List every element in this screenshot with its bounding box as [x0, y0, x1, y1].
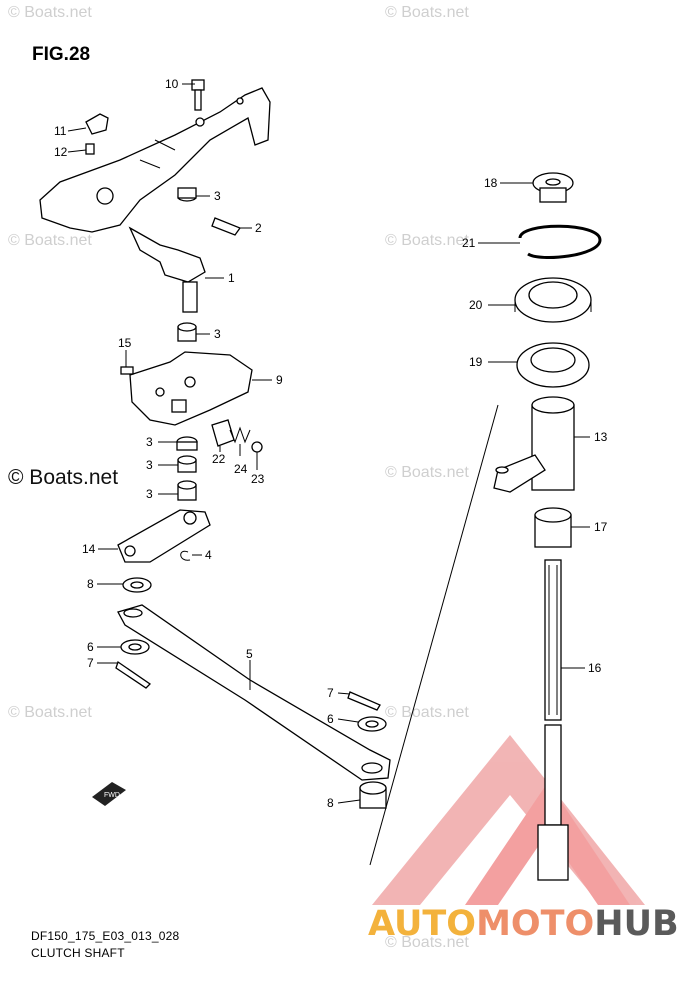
- screw-12: [85, 143, 95, 155]
- bushing-3-c: [177, 480, 197, 501]
- callout-1: 1: [228, 271, 235, 285]
- callout-15: 15: [118, 336, 132, 350]
- callout-19: 19: [469, 355, 483, 369]
- watermark: © Boats.net: [8, 232, 92, 249]
- watermark: © Boats.net: [8, 704, 92, 721]
- link-rod-5: [117, 604, 391, 781]
- watermark: © Boats.net: [385, 232, 469, 249]
- clip-2: [211, 217, 242, 236]
- brand-logo-triangle: [372, 735, 645, 905]
- plug-18: [532, 172, 574, 203]
- fwd-label: FWD: [104, 792, 120, 799]
- callout-3: 3: [146, 487, 153, 501]
- watermark: © Boats.net: [385, 934, 469, 951]
- callout-labels: 10 11 12 3 2 1 3 15 9 22 24 23 3 3 3 14 …: [54, 77, 608, 810]
- forward-arrow-icon: FWD: [92, 782, 126, 806]
- callout-6: 6: [327, 712, 334, 726]
- spring-24: [229, 426, 251, 444]
- lever-14: [117, 509, 211, 563]
- bushing-3-a: [176, 436, 198, 451]
- callout-24: 24: [234, 462, 248, 476]
- bushing-3-mid: [177, 322, 197, 342]
- shift-cam-1: [128, 226, 206, 313]
- bushing-3-b: [177, 455, 197, 473]
- cotter-pin-7-left: [115, 660, 152, 689]
- pin-15: [120, 366, 134, 375]
- bushing-8-top: [122, 577, 152, 593]
- clutch-shift-13: [493, 396, 575, 493]
- watermark: © Boats.net: [385, 464, 469, 481]
- callout-4: 4: [205, 548, 212, 562]
- brand-wordmark: AUTOMOTOHUB: [368, 904, 679, 944]
- bearing-20: [514, 277, 592, 323]
- callout-3: 3: [146, 435, 153, 449]
- brand-part-hub: HUB: [594, 904, 679, 944]
- clutch-shaft-16: [537, 559, 569, 881]
- callout-3: 3: [146, 458, 153, 472]
- callout-10: 10: [165, 77, 179, 91]
- callout-2: 2: [255, 221, 262, 235]
- callout-16: 16: [588, 661, 602, 675]
- brand-part-auto: AUTO: [368, 904, 477, 944]
- shift-bracket: [39, 87, 271, 233]
- washer-6-left: [120, 639, 150, 655]
- figure-number: FIG.28: [32, 44, 91, 65]
- callout-7: 7: [87, 656, 94, 670]
- clip-11: [85, 113, 109, 135]
- callout-3: 3: [214, 189, 221, 203]
- e-clip-4: [180, 550, 191, 561]
- brand-part-moto: MOTO: [476, 904, 595, 944]
- circlip-21: [518, 224, 602, 260]
- diagram-caption: CLUTCH SHAFT: [31, 946, 125, 960]
- watermark: © Boats.net: [385, 704, 469, 721]
- callout-18: 18: [484, 176, 498, 190]
- leader-lines: [67, 83, 590, 804]
- shift-housing-9: [129, 351, 253, 426]
- callout-22: 22: [212, 452, 226, 466]
- washer-6-right: [357, 716, 387, 732]
- callout-23: 23: [251, 472, 265, 486]
- watermark: © Boats.net: [8, 4, 92, 21]
- seal-19: [516, 342, 590, 388]
- callout-7: 7: [327, 686, 334, 700]
- bolt-10: [191, 79, 205, 111]
- callout-8: 8: [87, 577, 94, 591]
- callout-11: 11: [54, 124, 67, 138]
- cotter-pin-7-right: [347, 691, 381, 711]
- callout-6: 6: [87, 640, 94, 654]
- callout-14: 14: [82, 542, 96, 556]
- callout-8: 8: [327, 796, 334, 810]
- callout-9: 9: [276, 373, 283, 387]
- detent-22: [211, 419, 235, 447]
- callout-20: 20: [469, 298, 483, 312]
- ball-23: [251, 441, 263, 453]
- watermark: © Boats.net: [385, 4, 469, 21]
- bushing-8-bottom: [359, 781, 387, 809]
- callout-3: 3: [214, 327, 221, 341]
- callout-17: 17: [594, 520, 608, 534]
- copyright-notice: © Boats.net: [8, 466, 119, 489]
- callout-21: 21: [462, 236, 476, 250]
- callout-12: 12: [54, 145, 68, 159]
- bushing-17: [534, 507, 572, 548]
- callout-13: 13: [594, 430, 608, 444]
- diagram-code: DF150_175_E03_013_028: [31, 929, 180, 943]
- bushing-3-top: [177, 187, 197, 202]
- callout-5: 5: [246, 647, 253, 661]
